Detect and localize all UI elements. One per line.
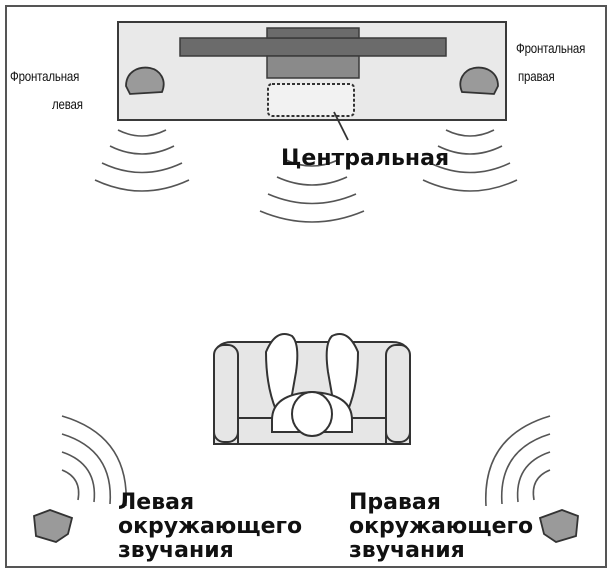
front-right-sound-wave-icon [422, 129, 518, 192]
surround-left-label-line1: Левая [118, 490, 195, 515]
front-left-speaker-icon [125, 66, 165, 95]
surround-right-speaker-icon [538, 509, 579, 543]
sofa-icon [213, 341, 411, 445]
front-left-label-line2: левая [52, 96, 83, 112]
surround-left-speaker-icon [33, 509, 74, 543]
center-speaker-icon [267, 83, 355, 117]
surround-right-label-line2: окружающего [349, 514, 534, 539]
center-label: Центральная [281, 146, 450, 171]
surround-left-label-line2: окружающего [118, 514, 303, 539]
front-right-label-line1: Фронтальная [516, 40, 586, 56]
front-right-label-line2: правая [518, 68, 555, 84]
surround-right-label-line3: звучания [349, 538, 465, 563]
surround-left-sound-wave-icon [61, 415, 127, 507]
surround-right-sound-wave-icon [485, 415, 551, 507]
listener-icon [264, 333, 360, 437]
front-left-label-line1: Фронтальная [10, 68, 80, 84]
front-left-sound-wave-icon [94, 129, 190, 192]
front-right-speaker-icon [459, 66, 499, 95]
tv-icon [179, 27, 447, 79]
center-sound-wave-icon [259, 159, 365, 223]
surround-right-label-line1: Правая [349, 490, 441, 515]
center-leader-line [333, 111, 349, 141]
surround-left-label-line3: звучания [118, 538, 234, 563]
diagram-frame [5, 5, 607, 568]
